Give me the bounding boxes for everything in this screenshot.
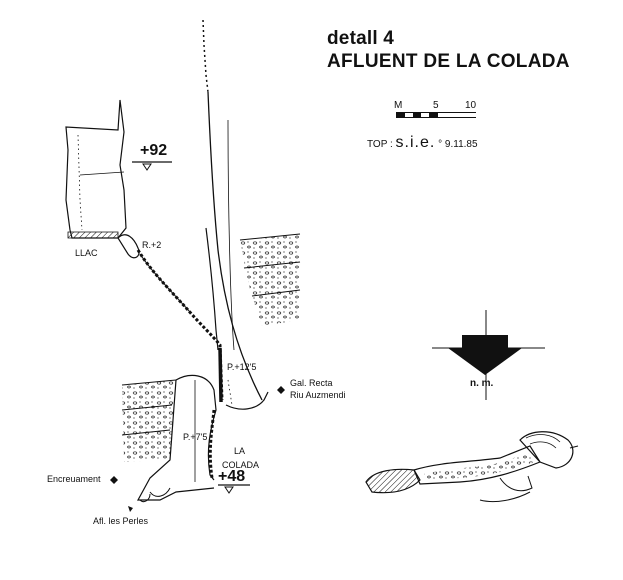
junction-right: [225, 391, 269, 410]
lake-label: LLAC: [75, 248, 98, 258]
scale-seg-5: [429, 113, 437, 117]
north-arrow-icon: [448, 335, 522, 375]
lower-rough: [208, 409, 216, 479]
level-top-label: +92: [140, 142, 168, 159]
rough-descent-inner: [139, 253, 191, 313]
lower-shaft-left: [136, 379, 215, 501]
topo-team: s.i.e.: [395, 134, 436, 151]
riu-auzmendi-label: Riu Auzmendi: [290, 390, 346, 400]
scale-seg-3: [413, 113, 421, 117]
topography-credit: TOP : s.i.e. ° 9.11.85: [367, 134, 478, 152]
scale-seg-4: [421, 113, 429, 117]
rock-strata-1: [239, 233, 301, 241]
shaft-inner-wall: [227, 119, 235, 351]
rock-strata-3: [251, 289, 301, 297]
encreuament-arrow-icon: [110, 476, 118, 484]
scale-seg-2: [405, 113, 413, 117]
shaft-vertical-thick: [218, 347, 223, 403]
scale-end-label: 10: [465, 100, 477, 111]
topo-bullet: °: [438, 139, 443, 150]
junction-dotted: [227, 379, 233, 406]
gal-recta-arrow-icon: [277, 386, 285, 394]
rock-strata-6: [121, 429, 171, 436]
shaft-left-wall: [205, 227, 219, 351]
r2-label: R.+2: [142, 240, 162, 250]
level-bottom-label: +48: [218, 468, 246, 485]
plan-right-arcs: [525, 434, 561, 449]
shaft-right-wall: [207, 91, 263, 401]
topo-prefix: TOP :: [367, 139, 393, 150]
upper-chamber-outline: [65, 99, 127, 239]
chamber-dotted: [77, 134, 83, 231]
gal-recta-label: Gal. Recta: [290, 378, 333, 388]
afl-perles-label: Afl. les Perles: [93, 516, 149, 526]
scale-bar: M 5 10: [388, 100, 488, 130]
scale-seg-1: [397, 113, 405, 117]
title-block: detall 4 AFLUENT DE LA COLADA: [327, 28, 570, 74]
title-detail: detall 4: [327, 28, 395, 49]
upper-dotted-wall: [202, 19, 209, 93]
scale-seg-6: [437, 113, 476, 117]
scale-start-label: M: [394, 100, 403, 111]
plan-tick: [569, 445, 579, 449]
p12-label: P.+12'5: [227, 362, 257, 372]
rocky-area-lower: [122, 380, 176, 462]
lake-passage: [117, 234, 140, 259]
title-main: AFLUENT DE LA COLADA: [327, 51, 570, 72]
plan-lower-passage: [479, 475, 533, 503]
chamber-mid-line: [79, 171, 125, 176]
level-top-triangle: [142, 163, 152, 171]
plan-inset: [365, 431, 579, 503]
p7-label: P.+7'5: [183, 432, 208, 442]
rock-strata-5: [121, 404, 173, 411]
plan-gallery-fill: [424, 452, 534, 480]
scale-mid-label: 5: [433, 100, 439, 111]
la-label: LA: [234, 446, 246, 456]
colada-label: COLADA: [222, 460, 260, 470]
chamber-floor: [67, 231, 119, 239]
encreuament-label: Encreuament: [47, 474, 101, 484]
plan-right-chamber: [519, 431, 574, 469]
afl-perles-arrow-icon: [128, 506, 133, 512]
rocky-area-upper: [240, 234, 300, 326]
lower-bottom: [139, 487, 171, 503]
topo-date: 9.11.85: [444, 139, 478, 150]
rock-strata-4: [121, 379, 177, 386]
lower-shaft-outline: [175, 374, 217, 481]
level-bottom-triangle: [224, 486, 234, 494]
scale-bar-frame: [396, 112, 476, 118]
north-label: n. m.: [470, 378, 494, 389]
rock-strata-2: [243, 261, 301, 269]
plan-left-lobe: [365, 468, 421, 494]
